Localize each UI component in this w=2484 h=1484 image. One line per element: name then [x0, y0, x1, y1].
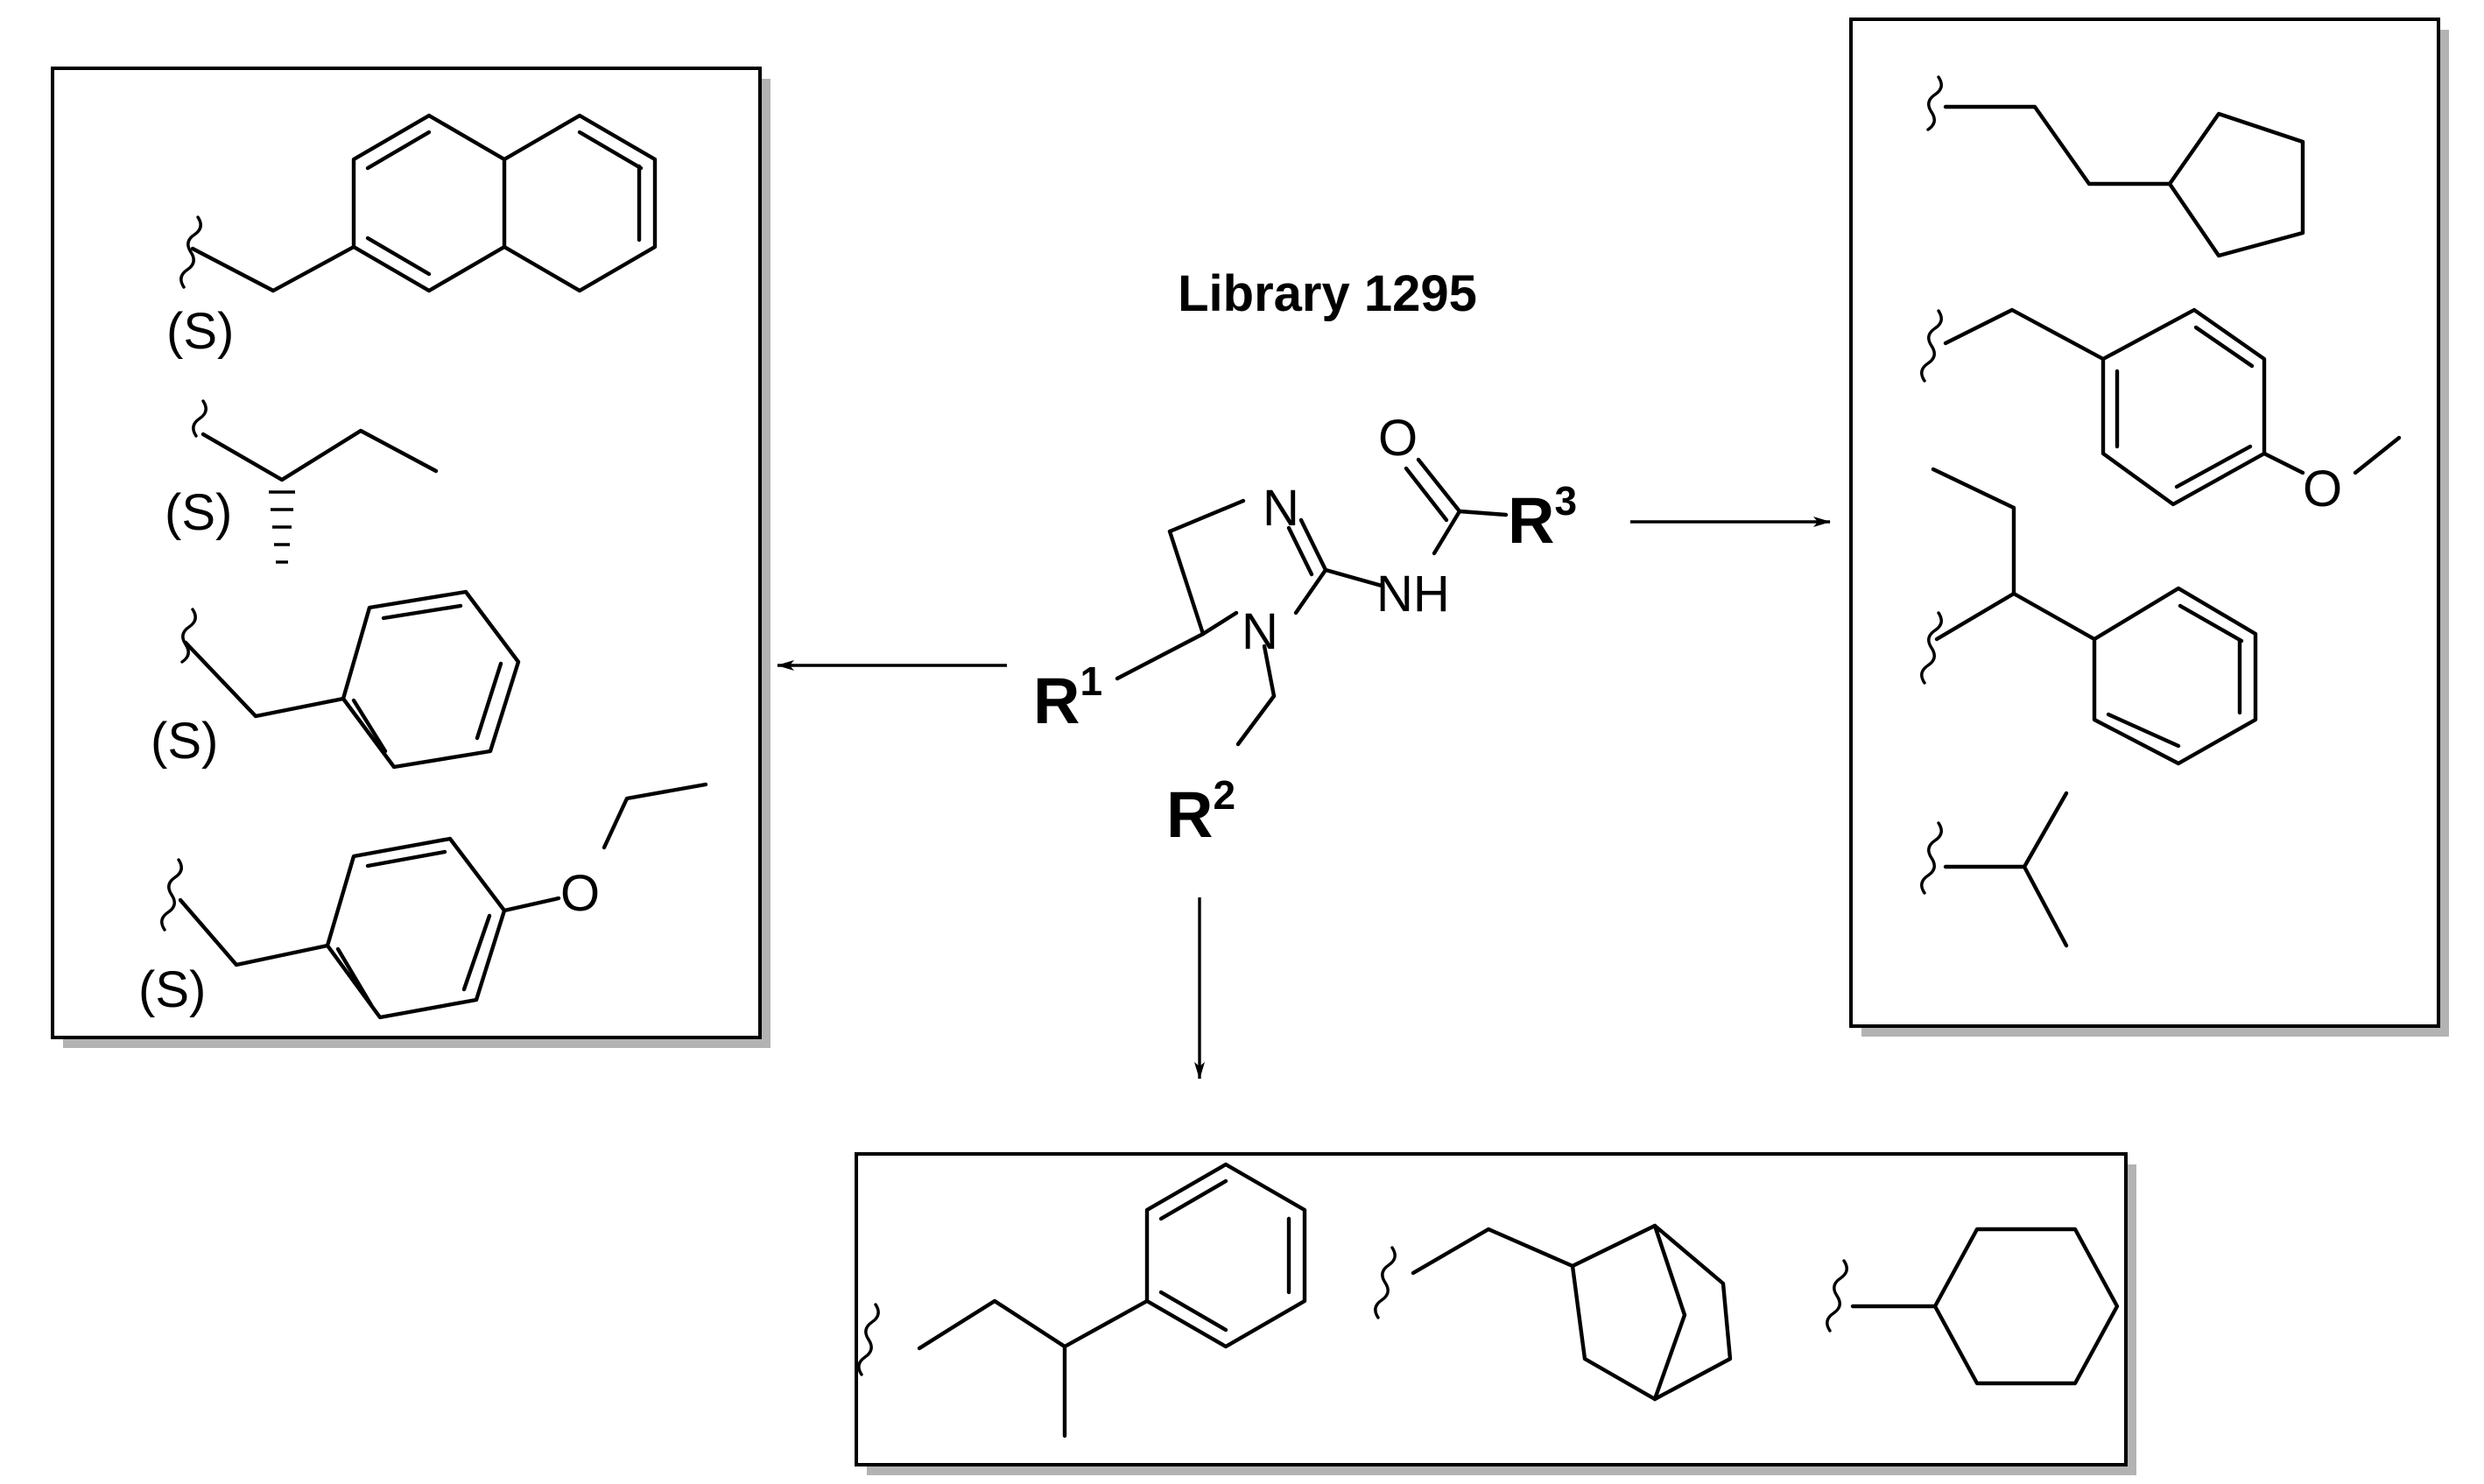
r1-sec-butyl: (S)	[165, 399, 439, 564]
amide-nh: NH	[1376, 566, 1450, 622]
r3-phenylpropyl	[1920, 467, 2258, 766]
library-title: Library 1295	[1178, 265, 1477, 322]
r2-substituent-box	[855, 1152, 2136, 1475]
ring-imine-n: N	[1263, 480, 1299, 537]
core-scaffold: N N O NH R1 R2 R3	[1033, 410, 1577, 851]
r3-label: R3	[1508, 478, 1577, 557]
ring-amine-n: N	[1242, 603, 1278, 660]
r1-substituent-box	[51, 67, 771, 1048]
r1-naphthylmethyl: (S)	[166, 113, 658, 360]
stereo-label-s: (S)	[138, 961, 206, 1018]
stereo-label-s: (S)	[165, 484, 232, 541]
r1-ethoxybenzyl: O (S)	[138, 782, 708, 1020]
r2-cyclohexyl	[1826, 1227, 2120, 1386]
stereo-label-s: (S)	[166, 303, 234, 360]
carbonyl-o: O	[1378, 410, 1418, 467]
r1-benzyl: (S)	[151, 589, 521, 770]
r2-phenylpropyl	[857, 1162, 1307, 1438]
r2-norbornylmethyl	[1374, 1223, 1733, 1402]
r3-substituent-box	[1849, 18, 2449, 1037]
r3-isopropyl	[1920, 791, 2069, 948]
stereo-label-s: (S)	[151, 713, 218, 770]
r3-methoxybenzyl: O	[1920, 307, 2402, 517]
ether-o: O	[560, 865, 600, 922]
r3-cyclopentylethyl	[1926, 75, 2305, 258]
r2-label: R2	[1166, 772, 1235, 851]
r1-label: R1	[1033, 658, 1102, 737]
methoxy-o: O	[2303, 461, 2342, 517]
